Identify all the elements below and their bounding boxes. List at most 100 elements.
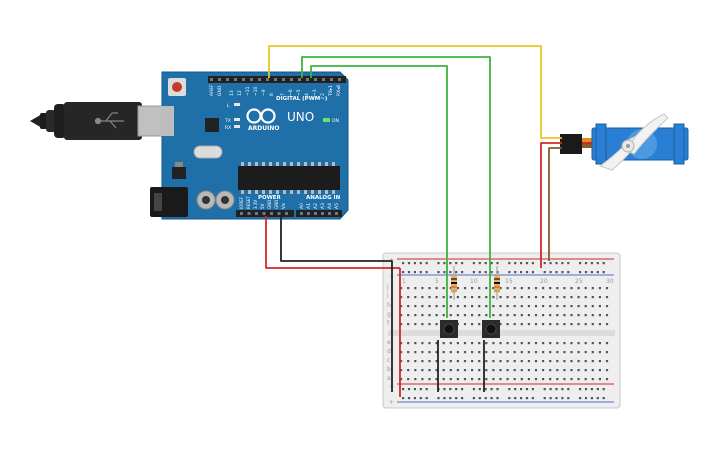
breadboard-hole (478, 296, 481, 299)
pushbutton-1[interactable] (440, 320, 458, 338)
breadboard-rail-hole (461, 271, 464, 274)
breadboard-hole (591, 351, 594, 354)
breadboard-hole (499, 296, 502, 299)
usb-cable-boot (46, 110, 56, 132)
breadboard-hole (442, 378, 445, 381)
breadboard-hole (449, 360, 452, 363)
chip-leg (241, 162, 244, 166)
breadboard-rail-hole (579, 271, 582, 274)
breadboard-hole (478, 314, 481, 317)
breadboard-hole (598, 323, 601, 326)
breadboard[interactable]: + − − + j i h g f e d c b a 1 5 10 15 20… (382, 252, 621, 409)
resistor-1[interactable] (451, 266, 457, 300)
breadboard-rail-hole (590, 271, 593, 274)
pushbutton-2-cap[interactable] (485, 323, 497, 335)
pushbutton-2[interactable] (482, 320, 500, 338)
breadboard-hole (513, 369, 516, 372)
breadboard-hole (584, 360, 587, 363)
chip-leg (332, 162, 335, 166)
breadboard-rail-hole (525, 271, 529, 274)
tx-led-label: TX (224, 118, 231, 124)
breadboard-hole (556, 323, 559, 326)
breadboard-rail-hole (443, 397, 446, 400)
breadboard-hole (598, 287, 601, 290)
header-pin (314, 78, 317, 81)
breadboard-rail-hole (496, 397, 499, 400)
pin-label: A1 (306, 203, 312, 209)
breadboard-rail-hole (602, 271, 605, 274)
arduino-uno-board[interactable]: AREF GND 13 12 ~11 ~10 ~9 8 7 ~6 ~5 4 ~3… (150, 71, 349, 220)
breadboard-hole (463, 369, 467, 372)
chip-leg (269, 190, 272, 194)
pushbutton-1-cap[interactable] (443, 323, 455, 335)
breadboard-hole (506, 323, 509, 326)
usb-cable[interactable] (30, 102, 171, 140)
reset-button[interactable] (172, 82, 182, 92)
breadboard-hole (591, 360, 594, 363)
wire-servo-vcc[interactable] (540, 142, 562, 268)
breadboard-hole (456, 314, 459, 317)
wire-5v-to-rail[interactable] (265, 216, 400, 269)
breadboard-rail-hole (461, 397, 464, 400)
breadboard-rail-hole (567, 271, 570, 274)
breadboard-rail-hole (484, 271, 487, 274)
row-letter-j: j (386, 284, 389, 291)
breadboard-hole (513, 323, 516, 326)
breadboard-rail-hole (579, 262, 582, 265)
breadboard-hole (605, 314, 609, 317)
breadboard-hole (534, 305, 538, 308)
wire-servo-gnd[interactable] (548, 147, 562, 261)
pin-label: A0 (299, 203, 305, 209)
breadboard-rail-hole (543, 262, 546, 265)
breadboard-hole (556, 305, 559, 308)
breadboard-rail-hole (549, 388, 552, 391)
breadboard-hole (520, 287, 523, 290)
pin-label: ~6 (288, 89, 294, 96)
breadboard-hole (449, 314, 452, 317)
breadboard-rail-hole (514, 397, 517, 400)
breadboard-rail-hole (555, 397, 558, 400)
header-pin (234, 78, 237, 81)
breadboard-rail-hole (520, 397, 523, 400)
header-pin (255, 212, 258, 215)
breadboard-hole (435, 351, 438, 354)
breadboard-hole (549, 378, 552, 381)
breadboard-hole (421, 360, 424, 363)
breadboard-hole (556, 351, 559, 354)
pin-label: ~3 (312, 89, 318, 96)
breadboard-rail-hole (449, 271, 452, 274)
breadboard-hole (499, 314, 502, 317)
breadboard-hole (428, 296, 431, 299)
resistor-2[interactable] (494, 266, 500, 300)
wire-pin9-to-servo-signal[interactable] (268, 45, 562, 139)
breadboard-hole (584, 369, 587, 372)
micro-servo[interactable] (560, 113, 689, 171)
usb-cable-ribs (54, 104, 66, 138)
pin-label: 12 (237, 90, 243, 96)
breadboard-hole (407, 360, 410, 363)
chip-leg (297, 190, 300, 194)
servo-horn-upper (625, 113, 669, 155)
breadboard-rail-hole (484, 262, 487, 265)
breadboard-hole (421, 287, 424, 290)
breadboard-hole (485, 296, 488, 299)
breadboard-hole (520, 305, 523, 308)
breadboard-hole (492, 378, 495, 381)
breadboard-hole (485, 287, 488, 290)
breadboard-rail-hole (567, 397, 570, 400)
wire-pin5-to-button-1[interactable] (301, 56, 491, 318)
breadboard-hole (463, 378, 467, 381)
wire-gnd-to-rail[interactable] (280, 216, 393, 392)
breadboard-rail-hole (407, 397, 411, 400)
breadboard-hole (407, 378, 410, 381)
wire-pin4-to-button-2[interactable] (310, 65, 448, 318)
header-pin (328, 212, 331, 215)
breadboard-rail-hole (449, 388, 452, 391)
column-number: 15 (505, 278, 513, 285)
breadboard-rail-hole (443, 262, 446, 265)
breadboard-hole (549, 314, 552, 317)
breadboard-rail-hole (407, 271, 411, 274)
voltage-regulator (172, 167, 186, 179)
breadboard-hole (456, 378, 459, 381)
servo-lead-orange (582, 138, 592, 142)
